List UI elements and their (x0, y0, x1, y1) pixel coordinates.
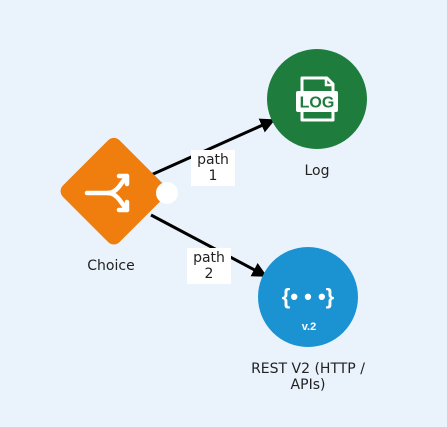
edge-path-1[interactable] (150, 118, 276, 177)
rest-icon-text: {• • •} (282, 284, 335, 309)
edge-label-path-1-line2: 1 (208, 168, 218, 184)
choice-split-icon (84, 173, 130, 213)
edge-label-path-2[interactable]: path 2 (187, 248, 231, 284)
log-node[interactable]: LOG (267, 49, 367, 149)
edge-label-path-1[interactable]: path 1 (191, 150, 235, 186)
rest-node-label-line2: APIs) (290, 377, 326, 393)
api-braces-icon: {• • •} v.2 (282, 284, 335, 333)
connector-handle[interactable] (156, 182, 178, 204)
edge-path-2[interactable] (150, 213, 268, 278)
choice-node-label: Choice (87, 258, 135, 274)
rest-node[interactable]: {• • •} v.2 (258, 247, 358, 347)
log-document-icon: LOG (296, 76, 338, 122)
edge-label-path-2-line1: path (193, 250, 225, 266)
choice-node[interactable] (57, 135, 178, 248)
rest-node-label: REST V2 (HTTP / APIs) (233, 361, 383, 393)
rest-icon-version: v.2 (302, 321, 316, 333)
rest-node-label-line1: REST V2 (HTTP / (251, 361, 365, 377)
rest-node-shape[interactable] (258, 247, 358, 347)
edge-label-path-2-line2: 2 (204, 266, 214, 282)
log-icon-text: LOG (300, 95, 335, 112)
log-node-label: Log (304, 163, 330, 179)
edge-label-path-1-line1: path (197, 152, 229, 168)
